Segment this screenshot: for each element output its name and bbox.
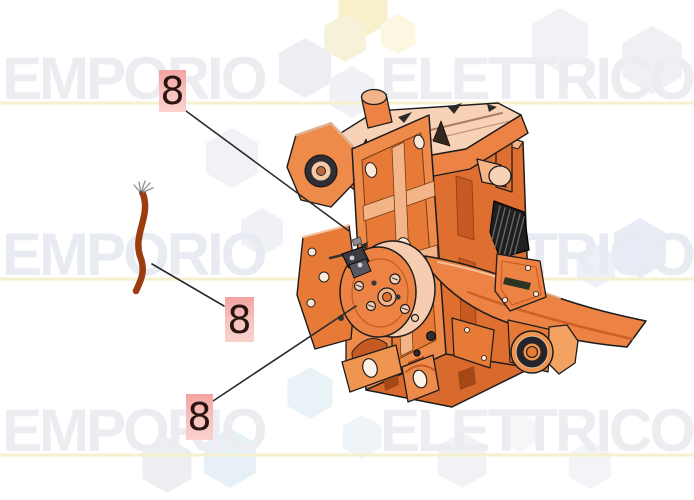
screw-icon [413, 349, 421, 357]
foot-hole [362, 358, 378, 378]
part-callout-8-top: 8 [159, 70, 186, 112]
leader-lines [151, 110, 357, 402]
watermark-separator-line [0, 453, 694, 457]
part-number-label: 8 [227, 297, 252, 342]
part-callout-8-middle: 8 [225, 297, 254, 342]
screw-icon [426, 331, 436, 341]
part-callout-8-bottom: 8 [186, 394, 213, 440]
boss-bearing-ring [516, 336, 548, 368]
top-left-peg [360, 88, 393, 129]
wire-body [132, 190, 149, 295]
watermark-word-right: ELETTRICO [380, 45, 694, 112]
arm-end-boss [510, 324, 579, 375]
foot-bracket-center [401, 354, 440, 403]
part-number-label: 8 [160, 69, 185, 113]
spike [432, 120, 451, 147]
leader-line-bottom [212, 305, 357, 402]
top-right-peg [476, 158, 512, 188]
leader-line-top [185, 110, 350, 232]
motor-ribbed-cylinder [489, 200, 530, 259]
side-bracket-plate [296, 224, 357, 350]
watermark-word-left: EMPORIO [2, 397, 266, 464]
lower-right-plate [413, 317, 495, 369]
fork-bracket [494, 253, 547, 312]
frame-hole [413, 134, 425, 150]
frame-hole [364, 162, 378, 178]
wire-part [132, 180, 154, 295]
part-number-label: 8 [187, 395, 212, 439]
release-disc [339, 236, 436, 338]
watermark-word-left: EMPORIO [2, 221, 266, 288]
motor-ribs [491, 205, 525, 258]
watermark-separator-line [0, 101, 694, 105]
disc-screws [353, 273, 420, 323]
leader-line-middle [151, 263, 225, 307]
bearing-lug [286, 121, 355, 208]
watermark-word-left: EMPORIO [2, 45, 266, 112]
watermark-word-right: ELETTRICO [380, 397, 694, 464]
foot-hole [412, 369, 428, 389]
release-latch [341, 236, 372, 279]
